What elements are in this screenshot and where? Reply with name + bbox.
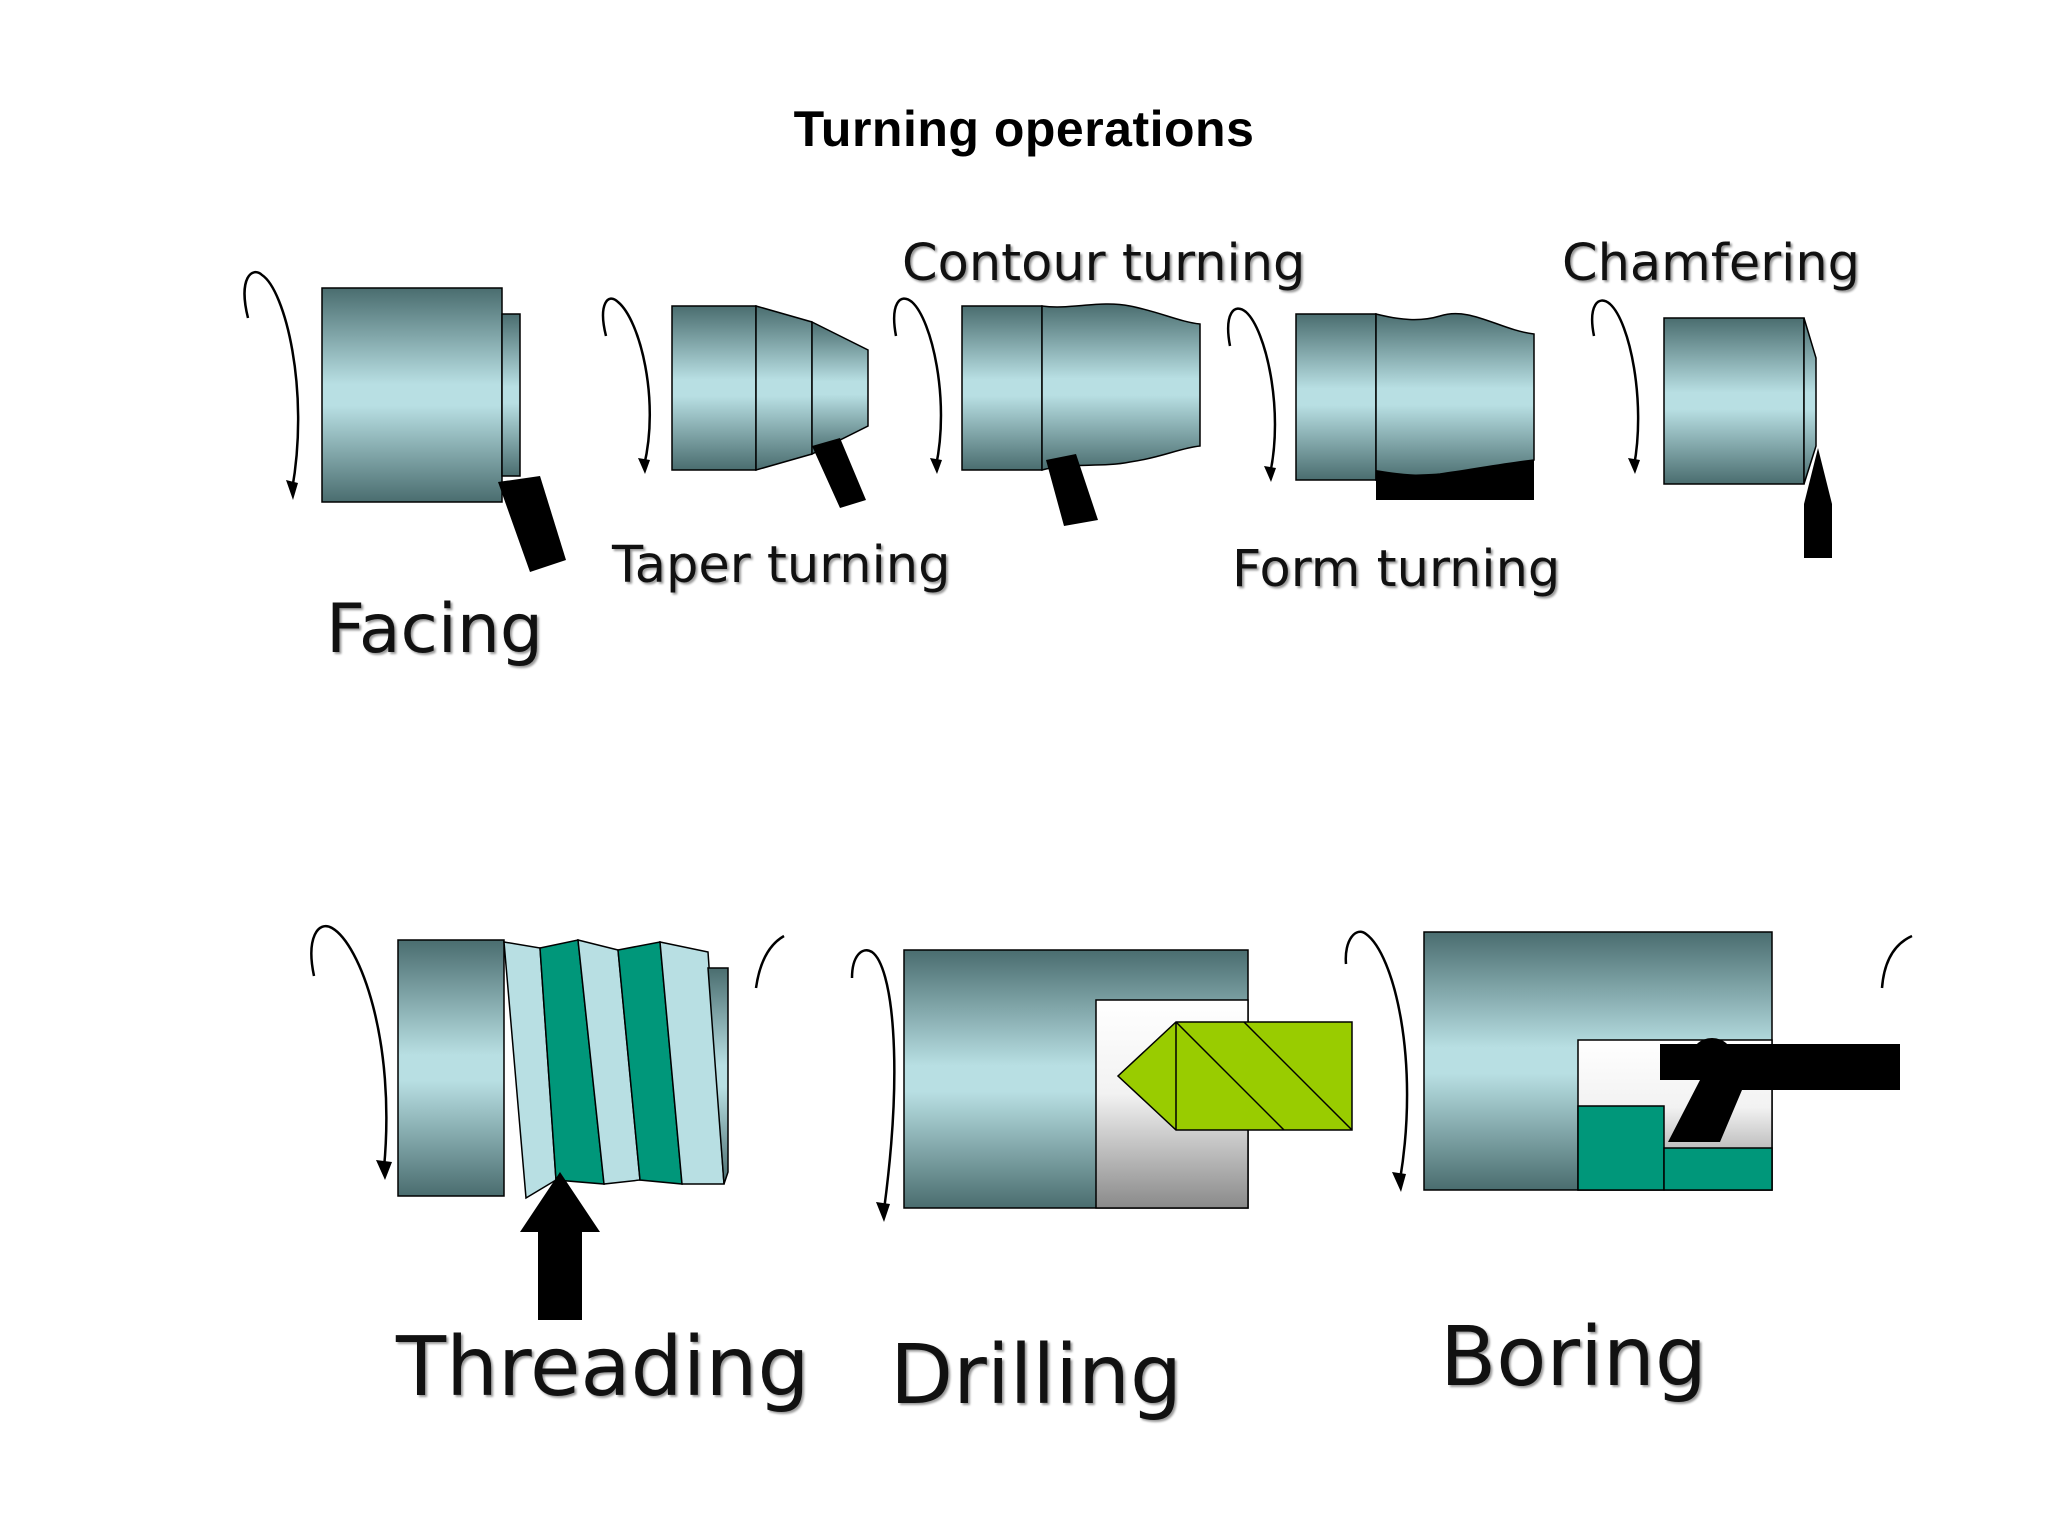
rotation-arrow-tail-icon <box>754 934 785 989</box>
taper-turning-illustration <box>601 297 869 508</box>
threading-tool <box>520 1172 600 1320</box>
workpiece <box>321 287 503 503</box>
workpiece <box>671 305 757 471</box>
chamfer <box>1803 317 1817 485</box>
cutting-tool <box>1804 448 1832 558</box>
boring-illustration <box>1344 930 1913 1192</box>
label-taper-turning: Taper turning <box>612 536 951 595</box>
threading-illustration <box>310 925 785 1320</box>
drilling-illustration <box>850 949 1353 1222</box>
workpiece <box>397 939 505 1197</box>
label-chamfering: Chamfering <box>1562 234 1861 293</box>
form-turning-illustration <box>1227 307 1535 500</box>
workpiece <box>961 305 1043 471</box>
workpiece <box>1663 317 1805 485</box>
facing-illustration <box>243 270 566 572</box>
tapered-section <box>755 305 813 471</box>
label-form-turning: Form turning <box>1232 540 1561 599</box>
rotation-arrow-icon <box>850 949 896 1211</box>
workpiece-face <box>501 313 521 477</box>
formed-section <box>1375 312 1535 481</box>
form-tool <box>1376 460 1534 500</box>
workpiece <box>1295 313 1377 481</box>
label-contour-turning: Contour turning <box>902 234 1306 293</box>
cutting-tool <box>812 438 866 508</box>
rotation-arrow-icon <box>1591 299 1640 467</box>
rotation-arrow-icon <box>1227 307 1277 475</box>
contoured-section <box>1041 303 1201 471</box>
rotation-arrow-icon <box>243 270 300 491</box>
rotation-arrow-icon <box>893 297 943 467</box>
rotation-arrow-icon <box>601 297 651 467</box>
tapered-end <box>811 320 869 456</box>
material-step <box>1577 1105 1665 1191</box>
rotation-arrow-tail-icon <box>1880 934 1913 989</box>
label-drilling: Drilling <box>890 1328 1183 1423</box>
label-threading: Threading <box>396 1320 810 1415</box>
label-boring: Boring <box>1440 1310 1707 1405</box>
contour-turning-illustration <box>893 297 1201 526</box>
material-step-lower <box>1663 1147 1773 1191</box>
chamfering-illustration <box>1591 299 1832 558</box>
cutting-tool <box>1046 454 1098 526</box>
rotation-arrow-icon <box>310 925 388 1169</box>
cutting-tool <box>498 476 566 572</box>
rotation-arrow-icon <box>1344 930 1409 1181</box>
diagram-title: Turning operations <box>793 101 1255 157</box>
label-facing: Facing <box>326 590 544 669</box>
